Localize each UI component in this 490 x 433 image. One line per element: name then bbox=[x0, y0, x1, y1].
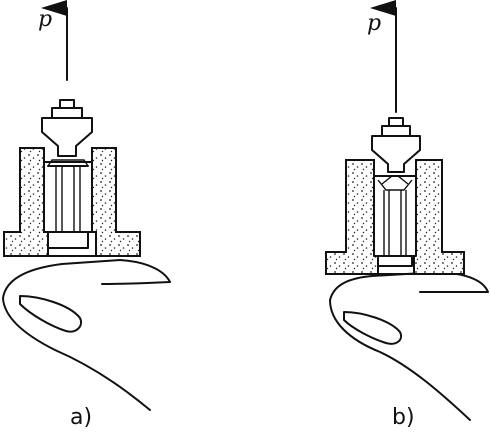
force-label-b: p bbox=[367, 11, 381, 36]
sand-block-a bbox=[3, 147, 49, 257]
panel-a: p a) bbox=[2, 0, 171, 430]
caption-a: a) bbox=[70, 405, 92, 430]
grip-head-b bbox=[371, 135, 421, 173]
hand-a bbox=[2, 259, 171, 411]
caption-b: b) bbox=[392, 405, 415, 430]
sand-block-b bbox=[325, 159, 379, 275]
sand-block-a-right bbox=[91, 147, 141, 257]
force-label-a: p bbox=[38, 7, 52, 32]
panel-b: p b) bbox=[325, 0, 489, 430]
fingernail-a bbox=[19, 295, 82, 333]
hand-b bbox=[329, 271, 489, 421]
fingernail-b bbox=[343, 311, 402, 345]
sand-block-b-right bbox=[413, 159, 465, 275]
specimen-a bbox=[43, 161, 93, 233]
grip-head-a bbox=[41, 117, 93, 157]
specimen-b bbox=[373, 175, 417, 257]
